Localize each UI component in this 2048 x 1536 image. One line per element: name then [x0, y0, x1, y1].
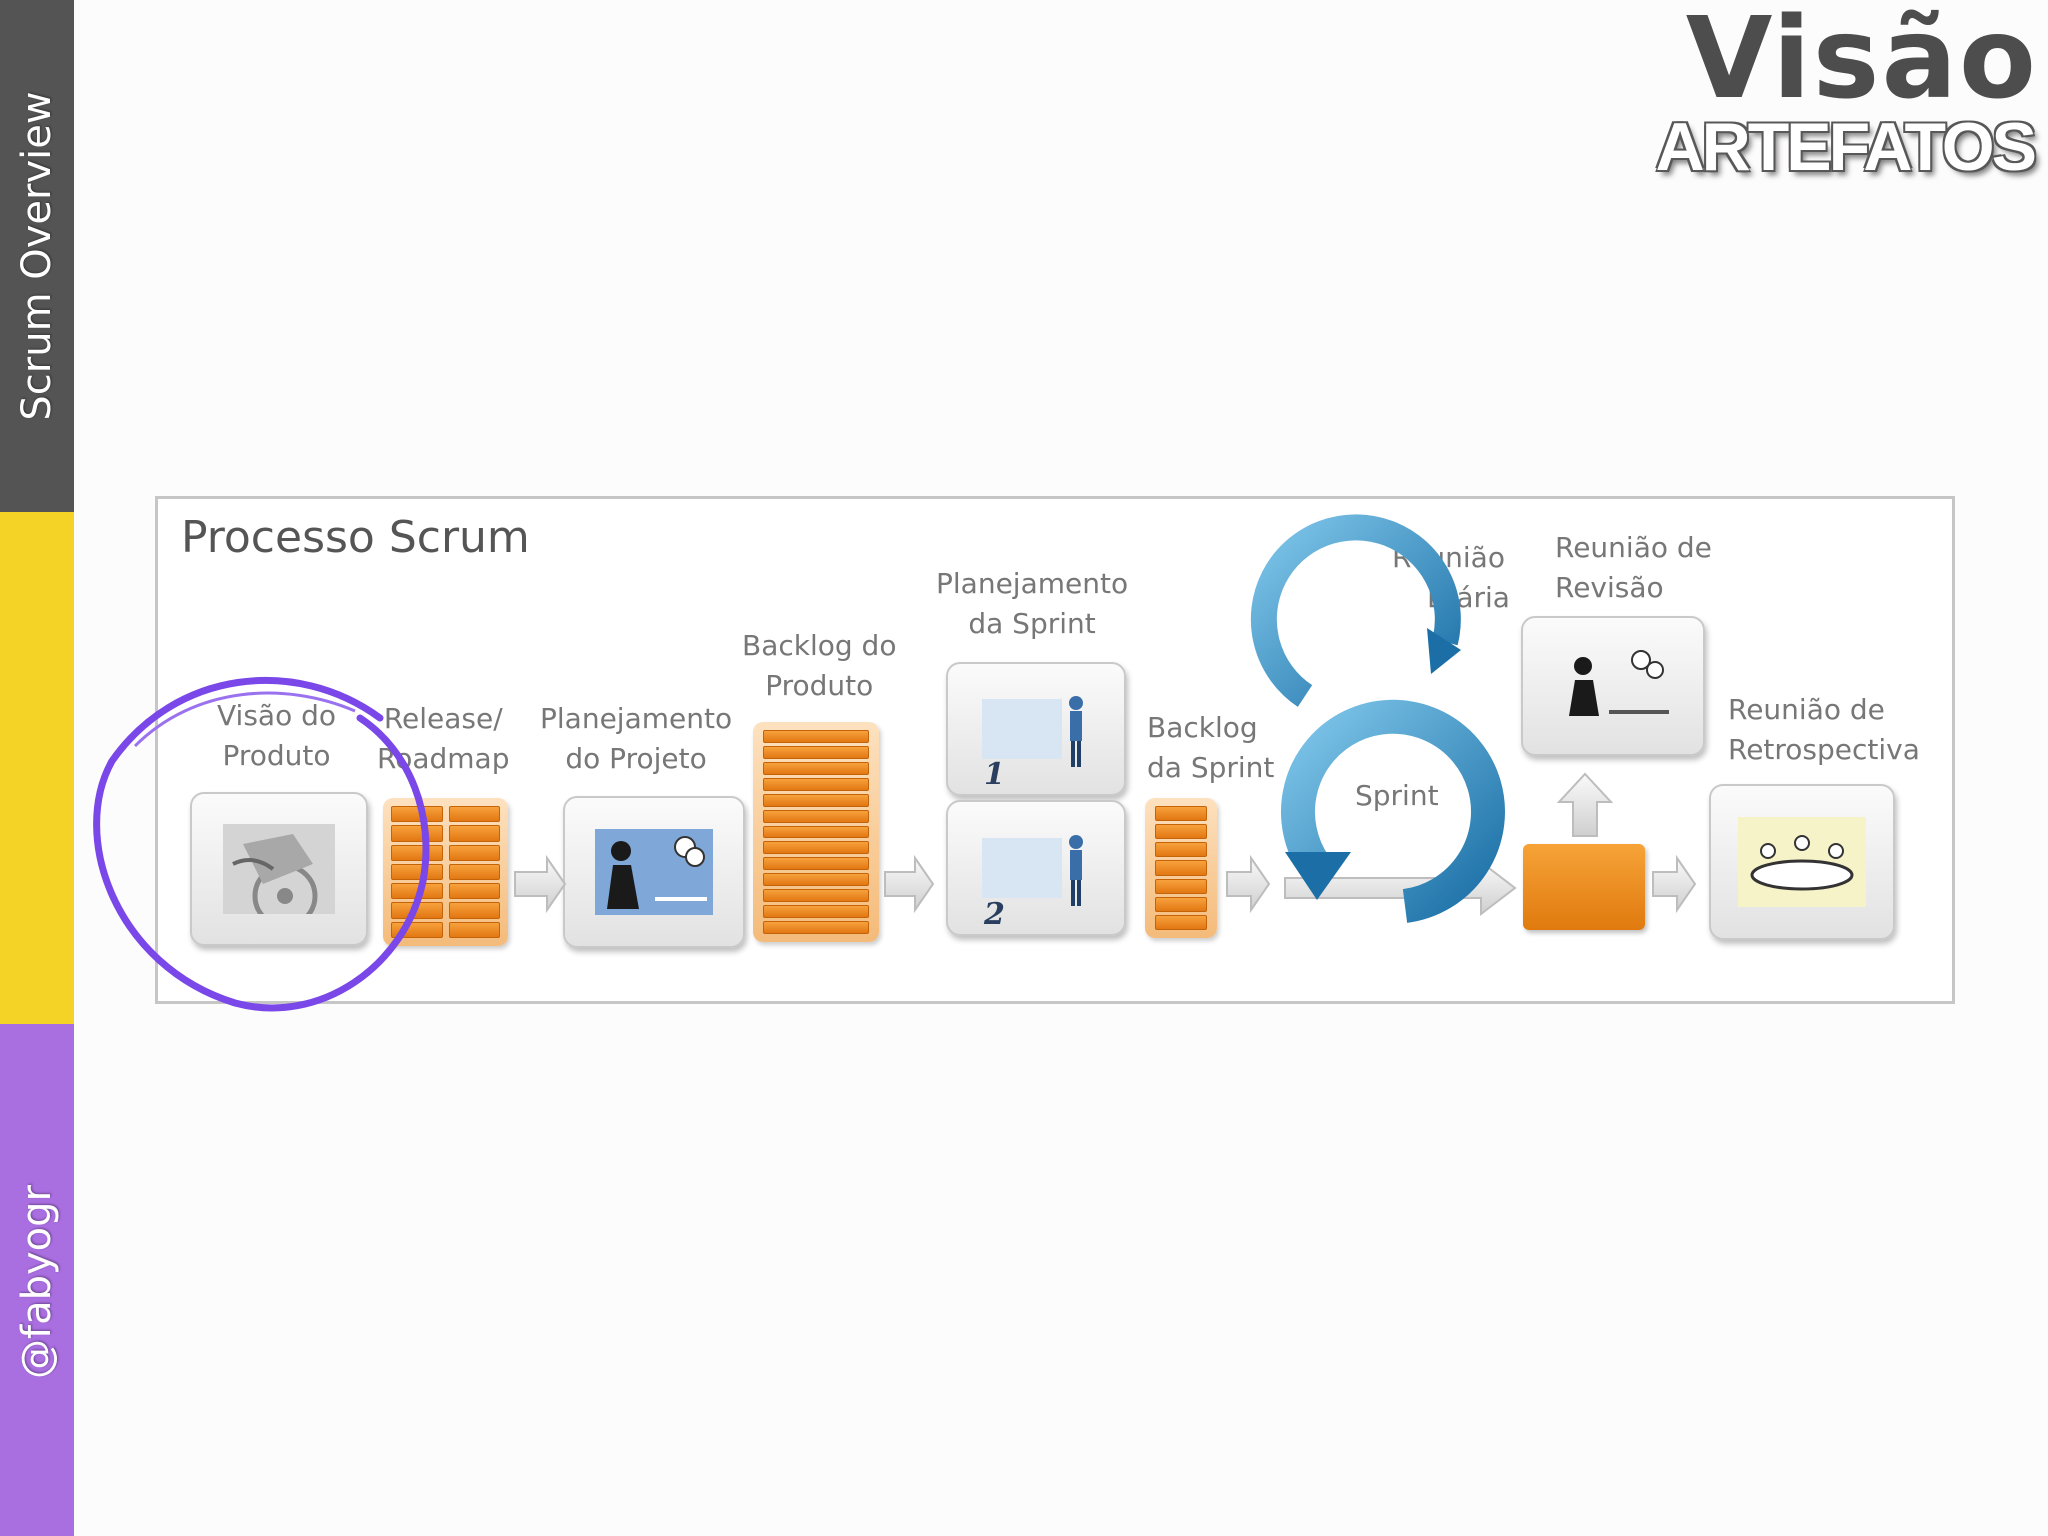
flow-arrow-icon [1226, 854, 1271, 914]
flow-arrow-icon [514, 854, 567, 914]
label-line: Planejamento [936, 567, 1129, 600]
reuniao-revisao-card [1521, 616, 1705, 756]
retrospective-meeting-icon [1738, 817, 1866, 907]
diagram-overlay [93, 514, 1697, 1012]
label-line: da Sprint [1147, 751, 1275, 784]
label-reuniao-retrospectiva: Reunião de Retrospectiva [1728, 690, 1920, 770]
planejamento-sprint-part-2: 2 [946, 800, 1126, 936]
label-line: Release/ [383, 702, 503, 735]
release-roadmap-stack [383, 798, 508, 946]
sidebar-label-topic: Scrum Overview [14, 91, 60, 421]
label-backlog-sprint: Backlog da Sprint [1147, 708, 1274, 788]
up-arrow-icon [1556, 772, 1614, 837]
label-line: Retrospectiva [1728, 733, 1920, 766]
stack-column [448, 806, 500, 938]
flow-arrow-icon [884, 854, 935, 914]
label-line: da Sprint [968, 607, 1096, 640]
label-line: do Projeto [565, 742, 707, 775]
page-title: Visão [1685, 0, 2038, 124]
scrum-process-diagram: Processo Scrum Visão do Produto Release/… [93, 496, 1955, 1012]
label-line: Reunião de [1555, 531, 1712, 564]
label-visao-produto: Visão do Produto [217, 696, 336, 776]
label-planejamento-sprint: Planejamento da Sprint [936, 564, 1128, 644]
diagram-title: Processo Scrum [181, 512, 530, 563]
stack-column [391, 806, 443, 938]
label-backlog-produto: Backlog do Produto [742, 626, 896, 706]
sprint-planning-part-number: 2 [984, 897, 1005, 932]
label-line: Planejamento [540, 702, 733, 735]
visao-produto-card [190, 792, 368, 946]
planejamento-sprint-part-1: 1 [946, 662, 1126, 796]
label-line: Backlog [1147, 711, 1258, 744]
whiteboard-presenter-icon [982, 696, 1083, 767]
review-meeting-icon [1569, 650, 1669, 716]
label-reuniao-revisao: Reunião de Revisão [1555, 528, 1712, 608]
sprint-cycle-icon [1281, 699, 1505, 923]
ship-wheel-icon [223, 824, 335, 914]
label-line: Produto [222, 739, 331, 772]
label-planejamento-projeto: Planejamento do Projeto [540, 699, 732, 779]
daily-cycle-icon [1250, 514, 1461, 707]
product-increment-envelope [1523, 844, 1645, 930]
label-line: Reunião de [1728, 693, 1885, 726]
sidebar-bottom-band [0, 1024, 74, 1536]
label-line: Revisão [1555, 571, 1664, 604]
sidebar-label-author: @fabyogr [14, 1185, 60, 1379]
label-sprint: Sprint [1355, 779, 1439, 812]
sprint-planning-part-number: 1 [984, 757, 1005, 792]
label-line: Backlog do [742, 629, 897, 662]
sidebar-top-band [0, 0, 74, 512]
highlight-circle [93, 676, 430, 1012]
flow-arrow-icon [1652, 854, 1697, 914]
backlog-produto-stack [753, 722, 879, 942]
page-subtitle: ARTEFATOS [1655, 109, 2037, 185]
label-line: Produto [765, 669, 874, 702]
planejamento-projeto-card [563, 796, 745, 948]
whiteboard-presenter-icon [982, 835, 1083, 906]
label-line: Visão do [217, 699, 336, 732]
backlog-sprint-stack [1145, 798, 1217, 938]
reuniao-retrospectiva-card [1709, 784, 1895, 940]
meeting-people-icon [595, 829, 713, 915]
sidebar-middle-band [0, 512, 74, 1024]
